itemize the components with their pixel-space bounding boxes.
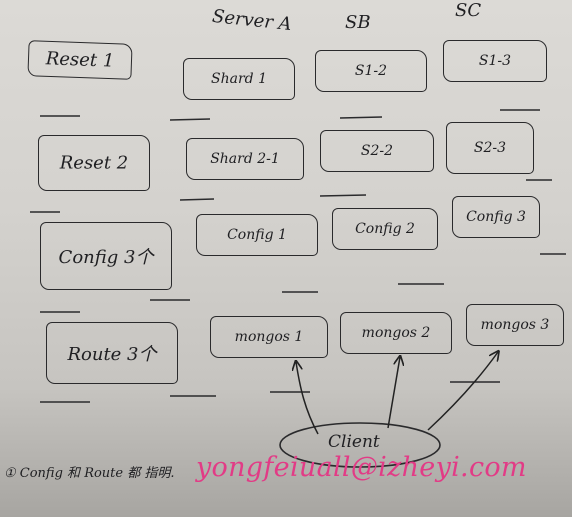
node-label-mongos-1: mongos 1 (234, 329, 304, 345)
node-label-mongos-2: mongos 2 (361, 325, 431, 341)
arrow-to-mongos-3 (427, 352, 498, 431)
client-ellipse (279, 422, 441, 468)
node-mongos-1: mongos 1 (210, 316, 328, 358)
client-arrows (296, 352, 498, 435)
row-label-route: Route 3个 (67, 344, 157, 365)
row-label-box-route: Route 3个 (46, 322, 178, 384)
node-label-config-1: Config 1 (227, 227, 287, 243)
node-shard-2-1: Shard 2-1 (186, 138, 304, 180)
node-s2-2: S2-2 (320, 130, 434, 172)
node-label-config-3: Config 3 (466, 209, 526, 225)
node-config-1: Config 1 (196, 214, 318, 256)
node-s1-2: S1-2 (315, 50, 427, 92)
node-s1-3: S1-3 (443, 40, 547, 82)
separator-dashes (30, 109, 566, 403)
node-label-shard-2-1: Shard 2-1 (210, 151, 280, 167)
row-label-box-reset-2: Reset 2 (38, 135, 150, 191)
node-config-3: Config 3 (452, 196, 540, 238)
node-mongos-3: mongos 3 (466, 304, 564, 346)
node-label-s1-2: S1-2 (354, 63, 388, 79)
node-shard-1: Shard 1 (183, 58, 295, 100)
arrow-to-mongos-1 (296, 362, 319, 435)
row-label-config: Config 3个 (58, 247, 154, 268)
footnote: ① Config 和 Route 都 指明. (4, 466, 175, 481)
node-mongos-2: mongos 2 (340, 312, 452, 354)
header-sb: SB (345, 12, 371, 33)
node-label-mongos-3: mongos 3 (480, 317, 550, 333)
node-label-s1-3: S1-3 (478, 53, 512, 69)
row-label-reset-2: Reset 2 (59, 152, 129, 174)
node-s2-3: S2-3 (446, 122, 534, 174)
node-label-s2-3: S2-3 (473, 140, 507, 156)
node-config-2: Config 2 (332, 208, 438, 250)
node-label-shard-1: Shard 1 (211, 71, 267, 87)
client-label: Client (328, 432, 380, 452)
node-label-s2-2: S2-2 (360, 143, 394, 159)
arrow-to-mongos-2 (387, 357, 400, 429)
header-sc: SC (455, 0, 482, 21)
node-label-config-2: Config 2 (355, 221, 415, 237)
row-label-box-config: Config 3个 (40, 222, 172, 290)
watermark: yongfeiuall@izheyi.com (196, 452, 527, 483)
